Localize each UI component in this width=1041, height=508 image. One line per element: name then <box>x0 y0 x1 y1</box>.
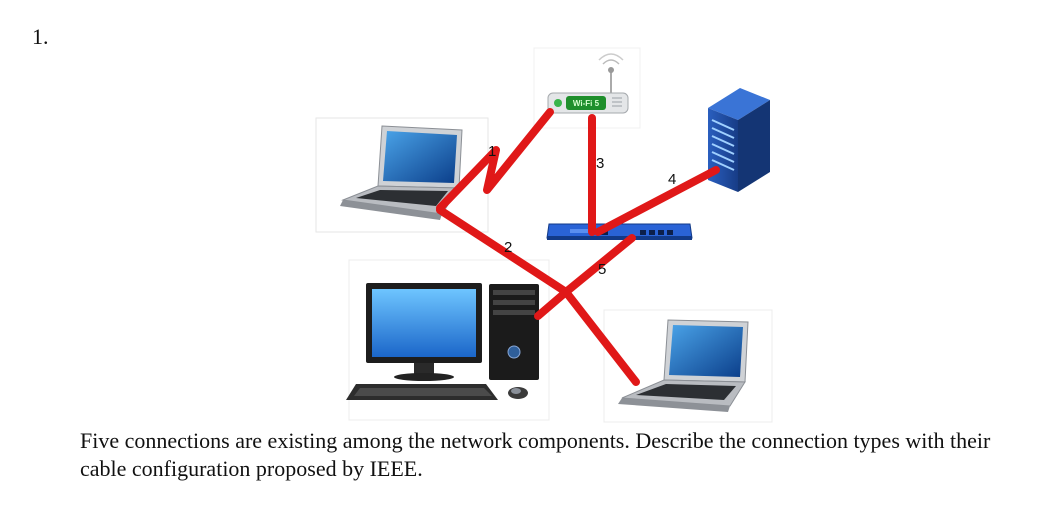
desktop-computer <box>346 283 539 400</box>
router-badge-text: Wi-Fi 5 <box>573 99 600 108</box>
wifi-router: Wi-Fi 5 <box>547 53 629 114</box>
network-diagram: Wi-Fi 5 <box>315 47 773 423</box>
connection-5 <box>534 234 636 320</box>
laptop-bottom-right <box>618 319 749 412</box>
question-text: Five connections are existing among the … <box>80 428 991 481</box>
connection-label-5: 5 <box>598 261 606 278</box>
connection-cables <box>436 108 720 386</box>
connection-4 <box>594 166 720 236</box>
network-switch <box>546 223 693 240</box>
laptop-top-left <box>340 125 463 220</box>
connection-label-2: 2 <box>504 239 512 256</box>
server-tower <box>708 88 770 192</box>
connection-1 <box>436 108 554 212</box>
connection-label-3: 3 <box>596 155 604 172</box>
connection-label-1: 1 <box>488 143 496 160</box>
question-number: 1. <box>32 24 49 49</box>
connection-label-4: 4 <box>668 171 676 188</box>
